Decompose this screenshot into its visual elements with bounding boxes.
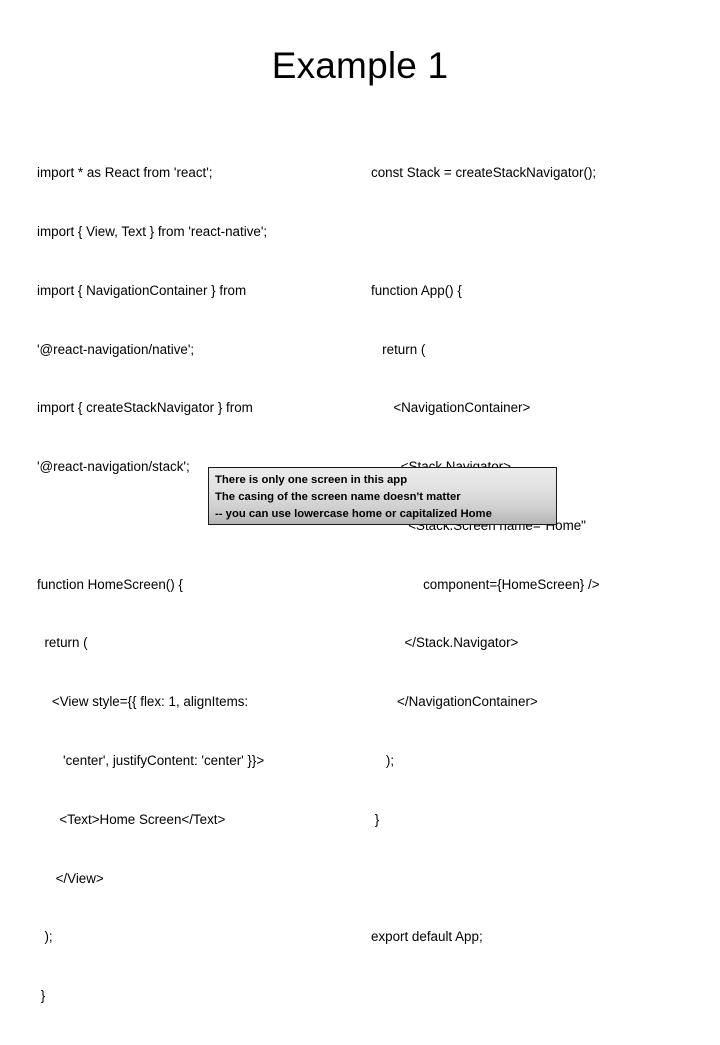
code-line: }	[371, 811, 380, 827]
code-block-left: import * as React from 'react'; import {…	[37, 124, 367, 1045]
code-line: </Stack.Navigator>	[371, 635, 519, 651]
callout-line: -- you can use lowercase home or capital…	[215, 507, 492, 520]
code-line: <View style={{ flex: 1, alignItems:	[37, 694, 249, 710]
callout-line: The casing of the screen name doesn't ma…	[215, 490, 461, 503]
code-line: 'center', justifyContent: 'center' }}>	[37, 753, 265, 768]
code-line: </NavigationContainer>	[371, 694, 538, 710]
code-line: '@react-navigation/stack';	[37, 459, 190, 475]
code-line: }	[37, 988, 46, 1004]
code-line: import { createStackNavigator } from	[37, 400, 253, 416]
code-line: export default App;	[371, 929, 483, 945]
code-line: const Stack = createStackNavigator();	[371, 165, 597, 181]
code-line: );	[37, 929, 53, 945]
slide-canvas: Example 1 import * as React from 'react'…	[37, 45, 600, 1003]
code-line: <Text>Home Screen</Text>	[37, 811, 226, 827]
callout-line: There is only one screen in this app	[215, 474, 408, 486]
code-line: import { View, Text } from 'react-native…	[37, 223, 268, 239]
code-line: import * as React from 'react';	[37, 165, 213, 181]
code-block-right: const Stack = createStackNavigator(); fu…	[371, 124, 701, 986]
code-line: component={HomeScreen} />	[371, 576, 600, 592]
note-callout-box: There is only one screen in this app The…	[208, 467, 557, 525]
code-line: function HomeScreen() {	[37, 576, 183, 592]
code-line: return (	[37, 635, 88, 651]
code-line-blank	[371, 869, 701, 889]
code-line: <NavigationContainer>	[371, 400, 531, 416]
code-line: import { NavigationContainer } from	[37, 282, 247, 298]
code-line: return (	[371, 341, 426, 357]
code-line: '@react-navigation/native';	[37, 341, 195, 357]
code-line: );	[371, 753, 395, 768]
code-line-blank	[371, 222, 701, 242]
page-title: Example 1	[271, 45, 449, 86]
code-line: function App() {	[371, 282, 462, 298]
code-line: </View>	[37, 870, 104, 886]
